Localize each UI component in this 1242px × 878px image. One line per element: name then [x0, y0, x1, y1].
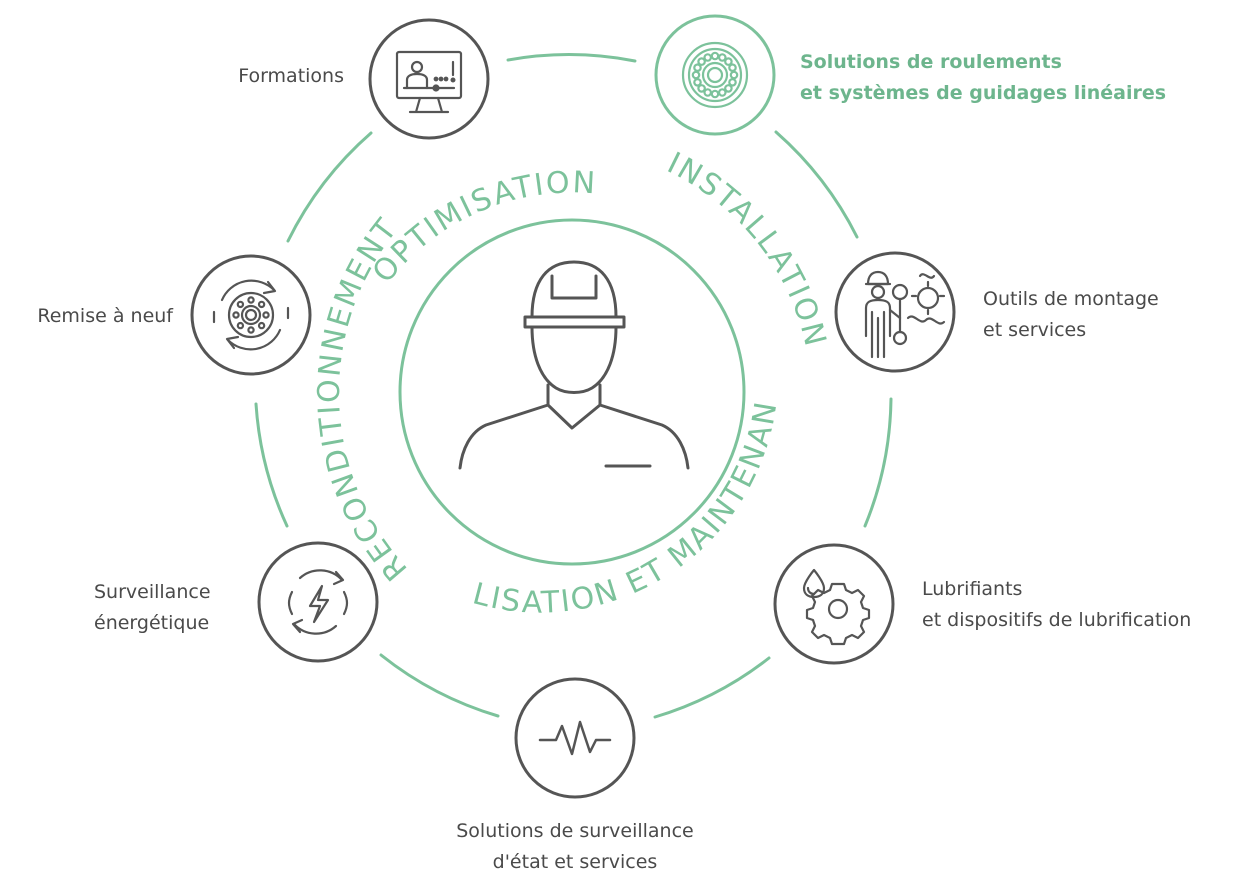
label-bearings-line-1: Solutions de roulements — [800, 51, 1062, 73]
label-formations[interactable]: Formations — [238, 61, 344, 92]
label-energy-line-1: Surveillance — [94, 581, 211, 603]
label-monitoring-line-2: d'état et services — [492, 851, 658, 873]
label-refurbish-line-1: Remise à neuf — [37, 305, 173, 327]
label-energy-line-2: énergétique — [94, 612, 210, 634]
phase-label-installation: INSTALLATION — [662, 146, 833, 352]
label-monitoring[interactable]: Solutions de surveillance d'état et serv… — [430, 816, 720, 878]
bearing-icon — [681, 41, 749, 109]
vibration-wave-icon — [538, 720, 612, 756]
phase-label-optimisation: OPTIMISATION — [366, 165, 598, 289]
label-lubricants-line-1: Lubrifiants — [922, 578, 1023, 600]
bearing-recycle-icon — [212, 279, 290, 351]
node-circle-lubricants[interactable] — [773, 543, 895, 665]
label-lubricants[interactable]: Lubrifiants et dispositifs de lubrificat… — [922, 574, 1191, 636]
label-lubricants-line-2: et dispositifs de lubrification — [922, 609, 1192, 631]
node-circle-tools[interactable] — [834, 251, 956, 373]
node-circle-refurbish[interactable] — [190, 254, 312, 376]
label-refurbish[interactable]: Remise à neuf — [37, 301, 173, 332]
node-circle-bearings[interactable] — [654, 14, 776, 136]
label-formations-line-1: Formations — [238, 65, 344, 87]
worker-wrench-gears-icon — [864, 270, 946, 359]
label-bearings-line-2: et systèmes de guidages linéaires — [800, 82, 1167, 104]
computer-presentation-icon — [395, 50, 463, 114]
energy-lightning-icon — [287, 569, 349, 635]
label-tools-line-2: et services — [983, 319, 1087, 341]
engineer-hardhat-icon — [458, 260, 690, 470]
inner-circle — [398, 218, 746, 566]
node-circle-formations[interactable] — [368, 18, 490, 140]
label-monitoring-line-1: Solutions de surveillance — [456, 820, 694, 842]
outer-ring — [254, 53, 893, 719]
label-bearings[interactable]: Solutions de roulements et systèmes de g… — [800, 47, 1166, 109]
label-tools-line-1: Outils de montage — [983, 288, 1159, 310]
label-tools[interactable]: Outils de montage et services — [983, 284, 1159, 346]
label-energy[interactable]: Surveillance énergétique — [94, 577, 211, 639]
oil-drop-gear-icon — [802, 568, 871, 646]
node-circle-energy[interactable] — [257, 541, 379, 663]
